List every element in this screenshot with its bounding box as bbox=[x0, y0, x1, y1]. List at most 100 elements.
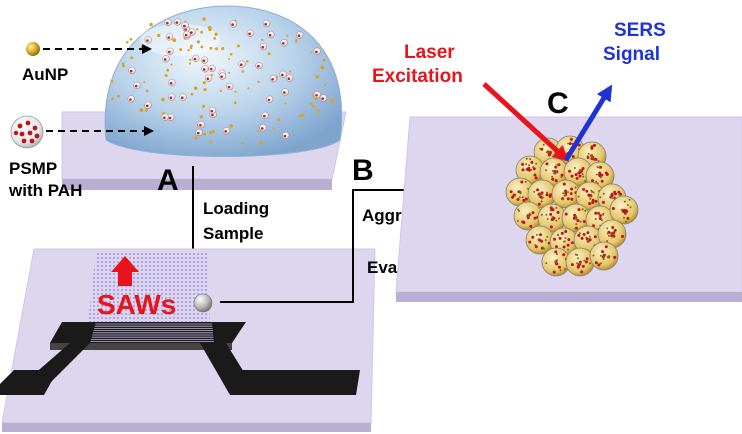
particle-aggregate bbox=[505, 135, 639, 277]
psmp-particle-icon bbox=[10, 115, 44, 149]
droplet-aunp-dot bbox=[143, 81, 146, 84]
aggregate-bead bbox=[597, 219, 627, 249]
sers-label-line2: Signal bbox=[603, 44, 660, 65]
idt-finger-lines bbox=[90, 323, 214, 343]
droplet-aunp-dot bbox=[228, 57, 231, 60]
droplet-psmp-bead bbox=[183, 30, 191, 39]
droplet-psmp-bead bbox=[259, 124, 267, 132]
droplet-aunp-dot bbox=[322, 58, 326, 62]
sers-label-line1: SERS bbox=[614, 20, 666, 41]
droplet-aunp-dot bbox=[170, 63, 173, 66]
droplet-aunp-dot bbox=[272, 127, 275, 130]
droplet-psmp-bead bbox=[319, 94, 328, 102]
droplet-aunp-dot bbox=[316, 109, 321, 113]
droplet-aunp-dot bbox=[221, 47, 225, 51]
droplet-psmp-bead bbox=[179, 93, 187, 101]
droplet-psmp-bead bbox=[296, 31, 304, 39]
droplet-aunp-dot bbox=[245, 60, 249, 63]
droplet-aunp-dot bbox=[203, 87, 207, 92]
droplet-aunp-dot bbox=[111, 97, 114, 100]
droplet-psmp-bead bbox=[205, 74, 213, 82]
psmp-legend: PSMP with PAH bbox=[8, 115, 154, 200]
droplet-aunp-dot bbox=[196, 40, 200, 44]
droplet-psmp-bead bbox=[128, 66, 136, 75]
droplet-aunp-dot bbox=[284, 102, 287, 105]
droplet-psmp-bead bbox=[246, 29, 255, 37]
aggregate-bead bbox=[561, 203, 591, 233]
device-droplet bbox=[193, 293, 213, 313]
droplet-aunp-dot bbox=[301, 113, 305, 117]
droplet-aunp-dot bbox=[203, 132, 207, 136]
droplet-aunp-dot bbox=[295, 39, 298, 43]
droplet-aunp-dot bbox=[209, 46, 213, 50]
droplet-aunp-dot bbox=[261, 38, 264, 42]
droplet-aunp-dot bbox=[330, 102, 333, 105]
droplet-aunp-dot bbox=[311, 104, 315, 108]
saws-label: SAWs bbox=[97, 289, 176, 320]
droplet-aunp-dot bbox=[149, 22, 153, 27]
droplet-aunp-dot bbox=[247, 87, 250, 90]
droplet-aunp-dot bbox=[172, 38, 177, 43]
droplet-aunp-dot bbox=[267, 52, 271, 56]
droplet-aunp-dot bbox=[194, 136, 198, 140]
aunp-particle-icon bbox=[26, 42, 40, 56]
droplet-aunp-dot bbox=[122, 62, 125, 65]
droplet-psmp-bead bbox=[267, 30, 275, 39]
droplet-aunp-dot bbox=[228, 71, 231, 74]
droplet-aunp-dot bbox=[199, 115, 203, 119]
droplet-aunp-dot bbox=[215, 47, 218, 51]
droplet-aunp-dot bbox=[202, 81, 206, 85]
droplet-psmp-bead bbox=[168, 93, 176, 101]
aggregate-bead bbox=[609, 195, 639, 225]
aunp-legend: AuNP bbox=[22, 42, 152, 84]
droplet-aunp-dot bbox=[286, 34, 289, 37]
droplet-aunp-dot bbox=[241, 70, 245, 73]
droplet-psmp-bead bbox=[201, 65, 209, 73]
droplet-psmp-bead bbox=[313, 47, 321, 55]
droplet-psmp-bead bbox=[209, 106, 217, 115]
sample-droplet bbox=[104, 5, 343, 157]
droplet-aunp-dot bbox=[110, 79, 114, 83]
droplet-aunp-dot bbox=[166, 68, 170, 72]
aggregate-bead bbox=[565, 247, 595, 277]
droplet-psmp-bead bbox=[269, 75, 278, 83]
droplet-psmp-bead bbox=[161, 113, 169, 121]
step-c-label: C bbox=[547, 87, 569, 120]
droplet-aunp-dot bbox=[210, 73, 214, 77]
aggregate-bead bbox=[505, 177, 535, 207]
aggregate-bead bbox=[563, 157, 593, 187]
droplet-aunp-dot bbox=[189, 46, 193, 50]
saws-up-arrow bbox=[111, 256, 139, 286]
droplet-aunp-dot bbox=[129, 37, 133, 41]
step-a-label: A bbox=[157, 164, 179, 197]
droplet-psmp-bead bbox=[168, 78, 176, 87]
droplet-aunp-dot bbox=[196, 28, 199, 31]
droplet-aunp-dot bbox=[139, 108, 144, 113]
aggregate-bead bbox=[527, 179, 557, 209]
droplet-aunp-dot bbox=[201, 104, 206, 109]
laser-excitation-arrow bbox=[482, 82, 569, 162]
droplet-psmp-bead bbox=[164, 18, 172, 27]
droplet-aunp-dot bbox=[234, 90, 237, 93]
droplet-aunp-dot bbox=[229, 53, 233, 56]
droplet-aunp-dot bbox=[315, 74, 320, 79]
droplet-aunp-dot bbox=[209, 131, 213, 135]
droplet-psmp-bead bbox=[280, 39, 288, 47]
droplet-aunp-dot bbox=[298, 114, 302, 118]
droplet-psmp-bead bbox=[195, 128, 203, 137]
droplet-aunp-dot bbox=[157, 33, 161, 38]
droplet-aunp-dot bbox=[320, 65, 325, 70]
droplet-psmp-bead bbox=[192, 54, 200, 63]
droplet-aunp-dot bbox=[211, 129, 215, 133]
droplet-psmp-bead bbox=[218, 72, 227, 80]
droplet-aunp-dot bbox=[208, 27, 212, 32]
droplet-aunp-dot bbox=[324, 83, 326, 86]
droplet-psmp-bead bbox=[281, 88, 289, 96]
droplet-aunp-dot bbox=[259, 141, 263, 145]
droplet-aunp-dot bbox=[257, 129, 260, 133]
droplet-psmp-bead bbox=[282, 131, 290, 140]
droplet-psmp-bead bbox=[162, 55, 170, 63]
laser-label-line2: Excitation bbox=[372, 66, 463, 87]
droplet-aunp-dot bbox=[233, 101, 237, 105]
